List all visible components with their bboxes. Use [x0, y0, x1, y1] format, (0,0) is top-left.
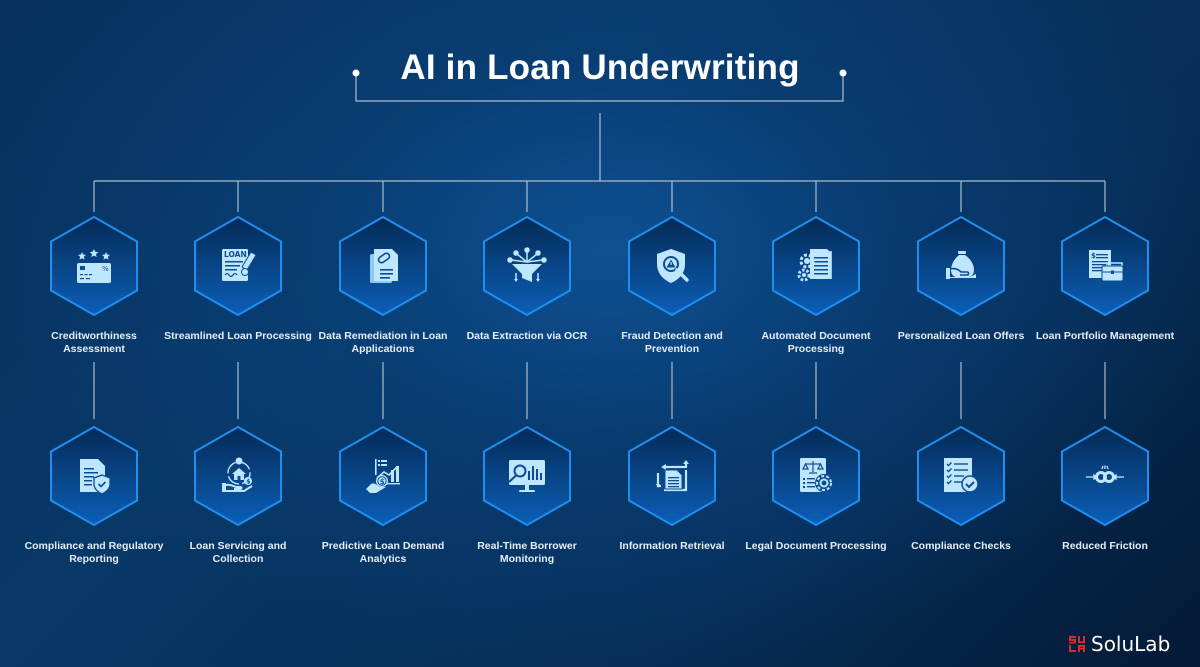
document-gears-icon [797, 249, 832, 282]
page-title: AI in Loan Underwriting [400, 48, 800, 87]
brand-name: SoluLab [1091, 632, 1171, 656]
hex-personalized-loan-offers [915, 215, 1007, 317]
hex-fraud-detection [626, 215, 718, 317]
document-briefcase-icon: $ [1089, 250, 1124, 282]
label-streamlined-loan-processing: Streamlined Loan Processing [164, 330, 312, 342]
hex-loan-portfolio-management: $ [1059, 215, 1151, 317]
hex-legal-document-processing [770, 425, 862, 527]
svg-text:LOAN: LOAN [224, 250, 247, 259]
label-data-extraction-ocr: Data Extraction via OCR [466, 330, 588, 342]
money-bag-hand-icon [946, 251, 976, 279]
label-compliance-checks: Compliance Checks [911, 540, 1011, 552]
label-creditworthiness-assessment: Creditworthiness Assessment [51, 330, 137, 355]
solulab-logo-icon [1069, 636, 1085, 652]
svg-text:$: $ [1091, 252, 1096, 260]
hex-compliance-checks [915, 425, 1007, 527]
hex-reduced-friction [1059, 425, 1151, 527]
infinity-arrows-icon [1086, 465, 1124, 483]
label-automated-document-processing: Automated Document Processing [761, 330, 871, 355]
credit-card-stars-icon: % [77, 249, 111, 283]
hex-data-extraction-ocr [481, 215, 573, 317]
label-reduced-friction: Reduced Friction [1062, 540, 1148, 552]
label-compliance-regulatory-reporting: Compliance and Regulatory Reporting [24, 540, 164, 565]
brand-logo: SoluLab [1069, 632, 1170, 656]
document-arrows-icon [656, 460, 689, 492]
hex-loan-servicing-collection: $ [192, 425, 284, 527]
hand-house-cycle-icon: $ [222, 457, 253, 492]
legal-scale-document-gear-icon [800, 458, 833, 492]
label-personalized-loan-offers: Personalized Loan Offers [897, 330, 1025, 342]
label-fraud-detection: Fraud Detection and Prevention [621, 330, 723, 355]
hex-real-time-borrower-monitoring [481, 425, 573, 527]
svg-text:%: % [102, 265, 109, 273]
hex-automated-document-processing [770, 215, 862, 317]
hex-compliance-regulatory-reporting [48, 425, 140, 527]
label-data-remediation: Data Remediation in Loan Applications [318, 330, 448, 355]
document-shield-check-icon [80, 459, 111, 495]
shield-search-warning-icon [657, 249, 689, 283]
checklist-check-icon [944, 458, 979, 493]
hex-data-remediation [337, 215, 429, 317]
data-funnel-icon [507, 247, 547, 282]
label-real-time-borrower-monitoring: Real-Time Borrower Monitoring [477, 540, 577, 565]
hex-information-retrieval [626, 425, 718, 527]
label-legal-document-processing: Legal Document Processing [745, 540, 887, 552]
label-loan-servicing-collection: Loan Servicing and Collection [189, 540, 287, 565]
label-loan-portfolio-management: Loan Portfolio Management [1035, 330, 1175, 342]
hex-streamlined-loan-processing: LOAN [192, 215, 284, 317]
document-pill-icon [370, 249, 398, 283]
hex-creditworthiness-assessment: % [48, 215, 140, 317]
hex-predictive-loan-demand: $ [337, 425, 429, 527]
label-predictive-loan-demand: Predictive Loan Demand Analytics [321, 540, 445, 565]
loan-document-pen-icon: LOAN [222, 249, 257, 281]
monitor-search-chart-icon [508, 460, 545, 492]
svg-text:$: $ [380, 478, 385, 486]
hand-coin-chart-icon: $ [366, 459, 400, 493]
label-information-retrieval: Information Retrieval [619, 540, 725, 552]
svg-text:$: $ [246, 478, 250, 485]
